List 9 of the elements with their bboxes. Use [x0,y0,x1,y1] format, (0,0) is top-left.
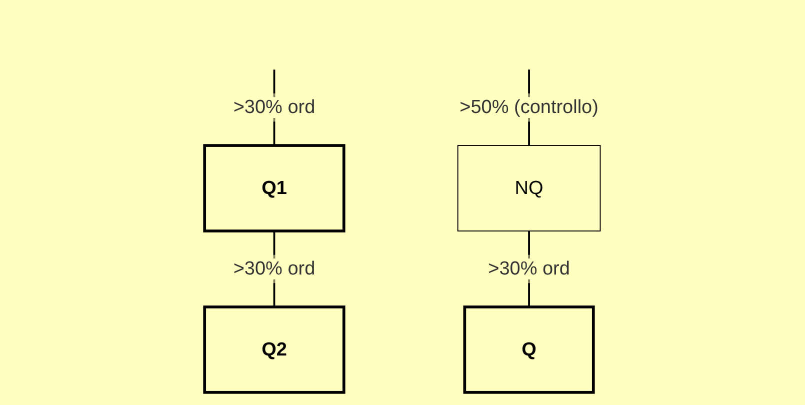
node-box [203,306,346,394]
edge-label: >30% ord [488,258,570,280]
node-box [463,306,595,394]
node-box [203,144,346,232]
edge-label: >30% ord [233,97,316,118]
edge-label: >50% (controllo) [460,97,599,118]
node-box [457,145,601,232]
flowchart-drawing: >30% ord >30% ord >50% (controllo) >30% ord Q1 Q2 NQ Q [197,5,608,400]
edge-label: >30% ord [233,258,316,280]
